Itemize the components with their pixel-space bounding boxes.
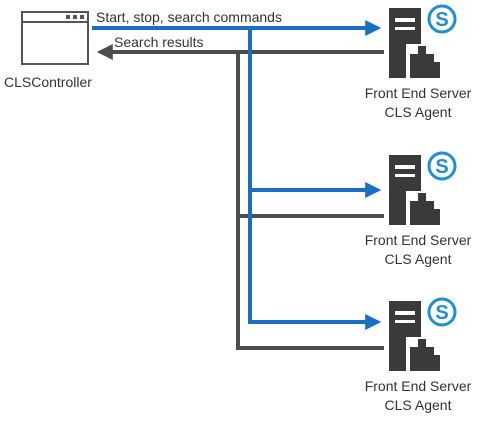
results-label: Search results [114, 34, 204, 50]
controller-label: CLSController [4, 74, 92, 90]
svg-text:S: S [435, 156, 448, 178]
results-line-server-3 [236, 216, 384, 350]
server-3-agent-label: CLS Agent [384, 397, 452, 413]
server-3-role-label: Front End Server [364, 378, 472, 394]
server-icon [389, 301, 442, 373]
commands-line-trunk-lower [248, 190, 382, 330]
server-1-agent-label: CLS Agent [384, 104, 452, 120]
skype-icon: S [427, 151, 457, 181]
skype-icon: S [427, 4, 457, 34]
front-end-server-3: S [389, 297, 457, 373]
commands-connector [92, 20, 382, 330]
server-2-role-label: Front End Server [364, 232, 472, 248]
server-2-agent-label: CLS Agent [384, 251, 452, 267]
search-results-connector [96, 44, 384, 350]
server-icon [389, 155, 442, 227]
commands-label: Start, stop, search commands [96, 9, 282, 25]
server-1-role-label: Front End Server [364, 85, 472, 101]
application-window-icon [21, 11, 89, 65]
front-end-server-2: S [389, 151, 457, 227]
server-icon [389, 8, 442, 80]
svg-text:S: S [435, 302, 448, 324]
svg-text:S: S [435, 9, 448, 31]
front-end-server-1: S [389, 4, 457, 80]
skype-icon: S [427, 297, 457, 327]
